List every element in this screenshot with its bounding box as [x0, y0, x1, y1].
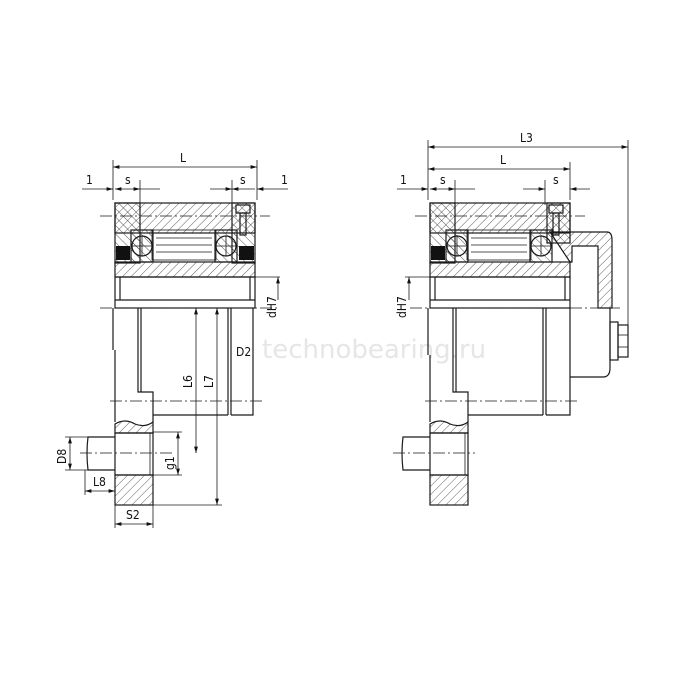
- dim-D2: D2: [236, 345, 251, 359]
- bearing-housing-section: [100, 202, 270, 278]
- dim-S2: S2: [126, 508, 140, 522]
- dim-L-right: L: [500, 153, 506, 167]
- watermark: technobearing.ru: [262, 335, 486, 365]
- dim-L6: L6: [181, 375, 195, 388]
- dim-s-right: s: [240, 173, 246, 187]
- dim-1-right: 1: [281, 173, 288, 187]
- dim-s-left-right: s: [440, 173, 446, 187]
- flange-section: [80, 420, 175, 506]
- dim-dH7: dH7: [265, 296, 279, 318]
- body: [110, 308, 262, 422]
- dim-L3: L3: [520, 131, 533, 145]
- body-right: [425, 308, 629, 422]
- dim-s-right-right: s: [553, 173, 559, 187]
- dim-D8: D8: [55, 449, 69, 464]
- left-view: L 1 s s 1 dH7 D2 L6 L7 g1: [55, 151, 288, 528]
- right-view: L3 L 1 s s dH7: [393, 131, 629, 506]
- dimensions-right: L3 L 1 s s dH7: [395, 131, 629, 325]
- dim-L7: L7: [202, 375, 216, 388]
- dim-1-left-right: 1: [400, 173, 407, 187]
- dim-L8: L8: [93, 475, 106, 489]
- dim-1-left: 1: [86, 173, 93, 187]
- dimensions-left: L 1 s s 1 dH7 D2 L6 L7 g1: [55, 151, 288, 528]
- bore: [100, 276, 280, 309]
- dim-s-left: s: [125, 173, 131, 187]
- flange-section-right: [393, 420, 475, 506]
- dim-g1: g1: [163, 456, 177, 470]
- dim-dH7-right: dH7: [395, 296, 409, 318]
- bearing-housing-section-right: [415, 202, 613, 309]
- dim-L: L: [180, 151, 186, 165]
- bore-right: [410, 276, 620, 309]
